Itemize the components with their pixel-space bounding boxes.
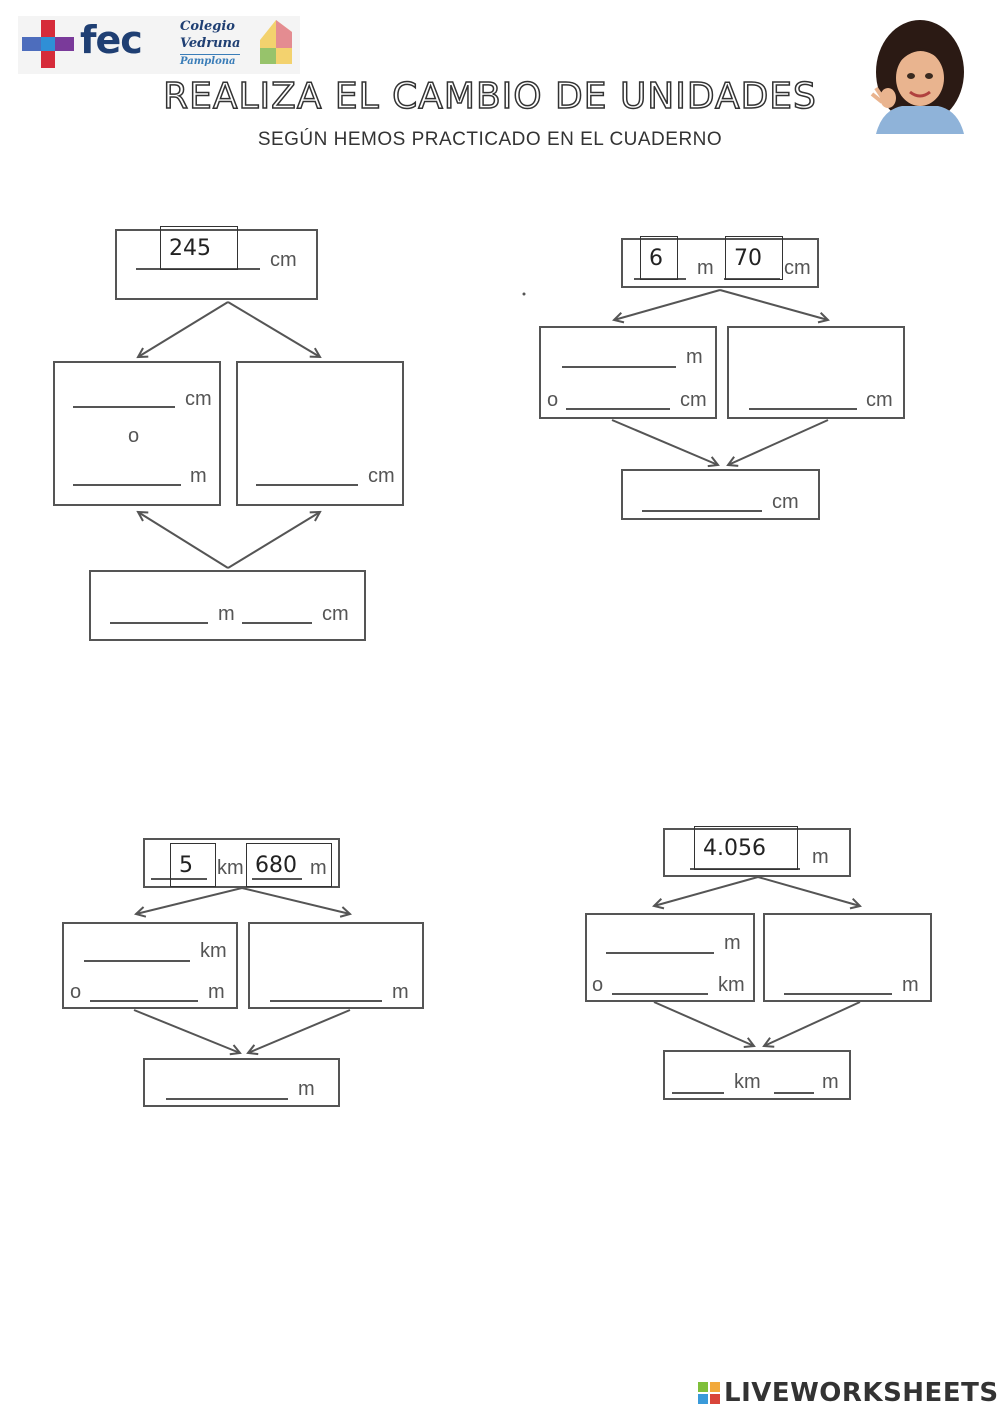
ex2-top-unit-1: m — [697, 257, 714, 279]
colegio-line1: Colegio — [180, 19, 235, 34]
ex4-left-blank-1 — [606, 952, 714, 954]
ex2-bottom-blank — [642, 510, 762, 512]
ex4-bottom-box — [663, 1050, 851, 1100]
ex4-bottom-unit-1: km — [734, 1071, 761, 1093]
ex2-left-blank-2 — [566, 408, 670, 410]
colegio-logo-text: Colegio Vedruna Pamplona — [180, 18, 240, 68]
ex2-left-blank-1 — [562, 366, 676, 368]
ex1-left-or: o — [128, 425, 140, 447]
ex4-bottom-blank-1 — [672, 1092, 724, 1094]
ex2-input-cm[interactable] — [725, 236, 783, 280]
ex1-left-unit-1: cm — [185, 388, 212, 410]
ex3-left-unit-1: km — [200, 940, 227, 962]
ex3-left-blank-1 — [84, 960, 190, 962]
ex4-right-box — [763, 913, 932, 1002]
ex2-left-unit-1: m — [686, 346, 703, 368]
ex3-top-unit-1: km — [217, 857, 244, 879]
ex3-left-unit-2: m — [208, 981, 225, 1003]
ex3-input-m[interactable] — [246, 843, 332, 887]
ex2-input-m[interactable] — [640, 236, 678, 280]
ex4-bottom-unit-2: m — [822, 1071, 839, 1093]
ex4-right-unit: m — [902, 974, 919, 996]
ex4-left-or: o — [592, 974, 604, 996]
ex4-bottom-blank-2 — [774, 1092, 814, 1094]
ex1-right-blank — [256, 484, 358, 486]
ex3-right-unit: m — [392, 981, 409, 1003]
ex3-left-blank-2 — [90, 1000, 198, 1002]
ex1-right-box — [236, 361, 404, 506]
ex2-left-unit-2: cm — [680, 389, 707, 411]
ex1-input-cm[interactable] — [160, 226, 238, 270]
ex1-left-blank-2 — [73, 484, 181, 486]
ex4-right-blank — [784, 993, 892, 995]
ex1-top-unit: cm — [270, 249, 297, 271]
ex1-left-box — [53, 361, 221, 506]
fec-logo-text: fec — [80, 18, 143, 62]
ex4-left-box — [585, 913, 755, 1002]
colegio-line2: Vedruna — [180, 36, 241, 51]
ex1-left-unit-2: m — [190, 465, 207, 487]
ex2-left-box — [539, 326, 717, 419]
ex2-right-blank — [749, 408, 857, 410]
colegio-line3: Pamplona — [180, 54, 240, 68]
ex3-bottom-unit: m — [298, 1078, 315, 1100]
ex4-left-blank-2 — [612, 993, 708, 995]
teacher-avatar — [870, 20, 964, 134]
ex3-input-km[interactable] — [170, 843, 216, 887]
ex1-bottom-box — [89, 570, 366, 641]
ex1-bottom-unit-1: m — [218, 603, 235, 625]
worksheet-title: REALIZA EL CAMBIO DE UNIDADES — [162, 75, 817, 118]
ex3-right-blank — [270, 1000, 382, 1002]
ex1-left-blank-1 — [73, 406, 175, 408]
ex2-left-or: o — [547, 389, 559, 411]
liveworksheets-brand: LIVEWORKSHEETS — [724, 1378, 999, 1408]
ex3-left-box — [62, 922, 238, 1009]
worksheet-subtitle: SEGÚN HEMOS PRACTICADO EN EL CUADERNO — [257, 129, 723, 150]
ex2-bottom-unit: cm — [772, 491, 799, 513]
ex2-top-unit-2: cm — [784, 257, 811, 279]
ex1-bottom-blank-1 — [110, 622, 208, 624]
fec-cross-icon — [22, 20, 74, 68]
ex2-right-unit: cm — [866, 389, 893, 411]
ex1-bottom-unit-2: cm — [322, 603, 349, 625]
ex4-left-unit-2: km — [718, 974, 745, 996]
ex1-bottom-blank-2 — [242, 622, 312, 624]
ex1-right-unit: cm — [368, 465, 395, 487]
ex2-right-box — [727, 326, 905, 419]
ex4-input-m[interactable] — [694, 826, 798, 870]
vedruna-emblem-icon — [260, 20, 292, 64]
liveworksheets-logo-icon — [698, 1382, 720, 1404]
ex3-right-box — [248, 922, 424, 1009]
ex3-left-or: o — [70, 981, 82, 1003]
ex4-left-unit-1: m — [724, 932, 741, 954]
ex4-top-unit: m — [812, 846, 829, 868]
ex3-bottom-blank — [166, 1098, 288, 1100]
